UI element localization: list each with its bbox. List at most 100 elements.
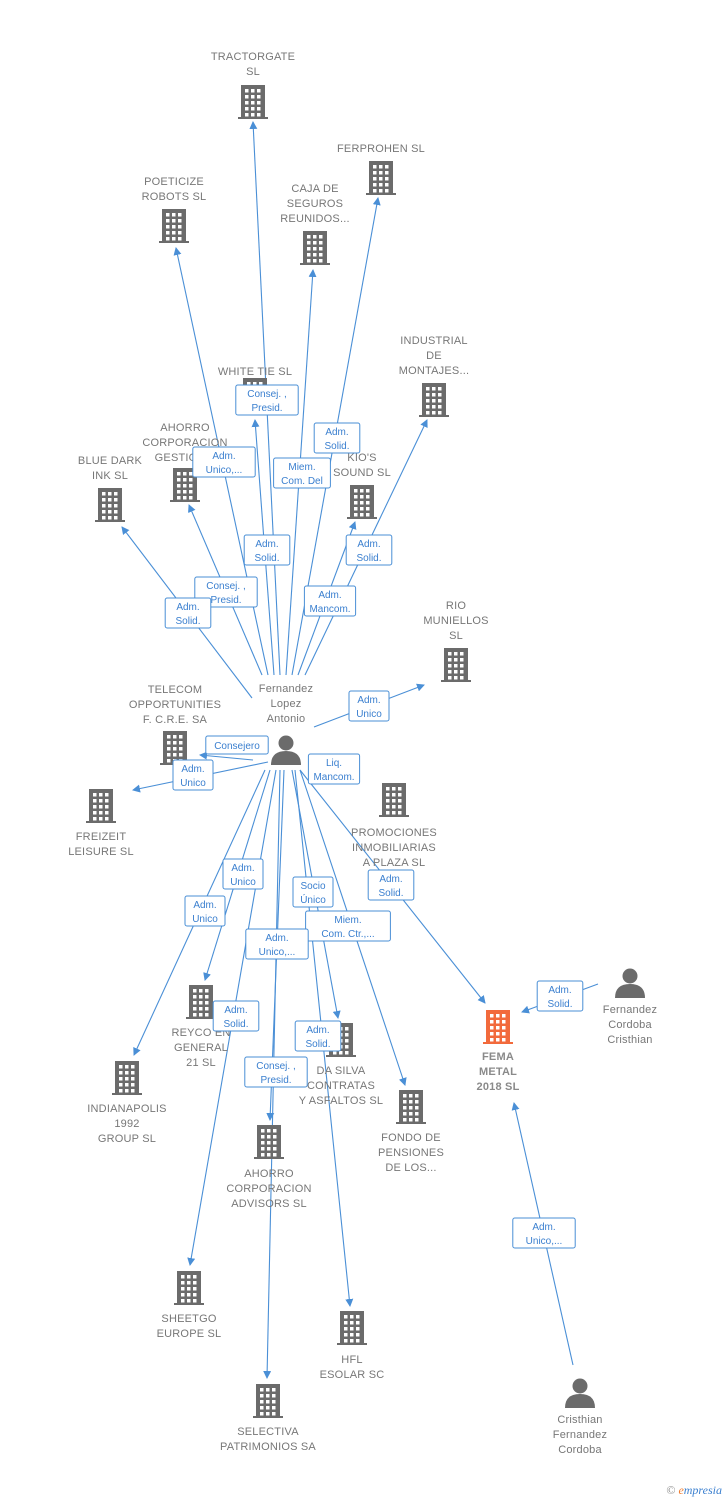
relation-label-fcc-fema[interactable]: Adm.Solid. (536, 980, 584, 1012)
relation-label-text: Adm. (357, 695, 380, 706)
relation-label-fondo[interactable]: Miem.Com. Ctr.,... (305, 910, 391, 942)
company-node-caja[interactable]: CAJA DESEGUROSREUNIDOS... (280, 183, 350, 265)
node-label-line: KIO'S (347, 452, 376, 464)
relation-label-freizeit[interactable]: Adm. Unico (172, 759, 214, 791)
company-node-industrial[interactable]: INDUSTRIALDEMONTAJES... (399, 335, 469, 417)
relation-label-text: Presid. (251, 403, 282, 414)
relation-label-text: Presid. (210, 595, 241, 606)
node-label-line: LEISURE SL (68, 846, 134, 858)
node-label-line: CORPORACION (226, 1183, 311, 1195)
relation-label-text: Presid. (260, 1075, 291, 1086)
node-label-line: 1992 (114, 1118, 139, 1130)
relation-label-text: Adm. (181, 764, 204, 775)
node-label-line: SEGUROS (287, 198, 343, 210)
node-label-line: 2018 SL (477, 1081, 520, 1093)
relation-label-caja[interactable]: Miem.Com. Del (273, 457, 331, 489)
relation-label-fema[interactable]: Adm.Solid. (367, 869, 415, 901)
node-label-line: FREIZEIT (76, 831, 127, 843)
relation-label-industrial[interactable]: Adm.Mancom. (303, 585, 357, 617)
relation-label-ahorrogestion[interactable]: Adm.Unico,... (192, 446, 256, 478)
building-icon (347, 485, 377, 519)
relation-label-text: Mancom. (313, 772, 354, 783)
node-label-line: AHORRO (244, 1168, 294, 1180)
node-label-line: Antonio (267, 713, 306, 725)
person-icon (271, 735, 301, 765)
company-node-freizeit[interactable]: FREIZEIT LEISURE SL (68, 789, 134, 858)
relation-label-text: Mancom. (309, 604, 350, 615)
relation-label-selectiva[interactable]: Adm.Solid. (212, 1000, 260, 1032)
relation-label-sheetgo[interactable]: Adm.Unico,... (245, 928, 309, 960)
relation-label-hfl[interactable]: Adm.Solid. (294, 1020, 342, 1052)
relation-label-text: Unico,... (526, 1236, 563, 1247)
relation-label-text: Consejero (214, 741, 260, 752)
relation-label-tractorgate[interactable]: Adm.Solid. (243, 534, 291, 566)
relation-label-ahorroadvisors[interactable]: Consej. , Presid. (244, 1056, 308, 1088)
node-label-line: METAL (479, 1066, 517, 1078)
relation-label-text: Único (300, 893, 326, 906)
relation-label-ferprohen[interactable]: Adm.Solid. (313, 422, 361, 454)
node-label-line: SL (449, 630, 463, 642)
node-label-line: CAJA DE (291, 183, 338, 195)
node-label-line: A PLAZA SL (363, 857, 426, 869)
relation-label-reyco[interactable]: Adm.Unico (222, 858, 264, 890)
node-label-line: Fernandez (603, 1004, 657, 1016)
node-label-line: MUNIELLOS (423, 615, 488, 627)
relation-label-kios[interactable]: Adm. Solid. (345, 534, 393, 566)
relation-label-whitetie[interactable]: Consej. , Presid. (235, 384, 299, 416)
relation-label-text: Unico (230, 877, 256, 888)
relation-label-text: Unico,... (206, 465, 243, 476)
relation-label-text: Solid. (356, 553, 381, 564)
relation-label-text: Socio (300, 881, 325, 892)
relation-label-rio[interactable]: Adm.Unico (348, 690, 390, 722)
company-node-fema[interactable]: FEMA METAL 2018 SL (477, 1010, 520, 1093)
node-label-line: GROUP SL (98, 1133, 156, 1145)
building-icon (174, 1271, 204, 1305)
node-label-line: Cordoba (558, 1444, 602, 1456)
node-label-line: CONTRATAS (307, 1080, 375, 1092)
relation-label-text: Consej. , (256, 1061, 295, 1072)
person-icon (615, 968, 645, 998)
relation-label-text: Miem. (288, 462, 315, 473)
company-node-ferprohen[interactable]: FERPROHEN SL (337, 143, 425, 195)
relation-label-text: Unico (192, 914, 218, 925)
relation-label-text: Consej. , (247, 389, 286, 400)
relation-label-text: Adm. (357, 539, 380, 550)
relation-label-text: Unico (180, 778, 206, 789)
relation-label-promociones[interactable]: Liq.Mancom. (307, 753, 361, 785)
relation-label-indianapolis[interactable]: Adm.Unico (184, 895, 226, 927)
node-label-line: OPPORTUNITIES (129, 699, 221, 711)
relation-label-text: Solid. (547, 999, 572, 1010)
building-icon (441, 648, 471, 682)
node-label-line: DA SILVA (317, 1065, 366, 1077)
building-icon (253, 1384, 283, 1418)
relation-label-text: Com. Ctr.,... (321, 929, 374, 940)
node-label-line: FEMA (482, 1051, 514, 1063)
relation-label-telecom[interactable]: Consejero (205, 735, 269, 755)
relation-label-cfc-fema[interactable]: Adm.Unico,... (512, 1217, 576, 1249)
node-label-line: MONTAJES... (399, 365, 469, 377)
node-label-line: PROMOCIONES (351, 827, 437, 839)
node-label-line: FONDO DE (381, 1132, 441, 1144)
footer-brand[interactable]: © empresia (666, 1483, 722, 1498)
node-label-line: SL (246, 66, 260, 78)
relation-label-bluedark[interactable]: Adm.Solid. (164, 597, 212, 629)
node-label-line: CORPORACION (142, 437, 227, 449)
